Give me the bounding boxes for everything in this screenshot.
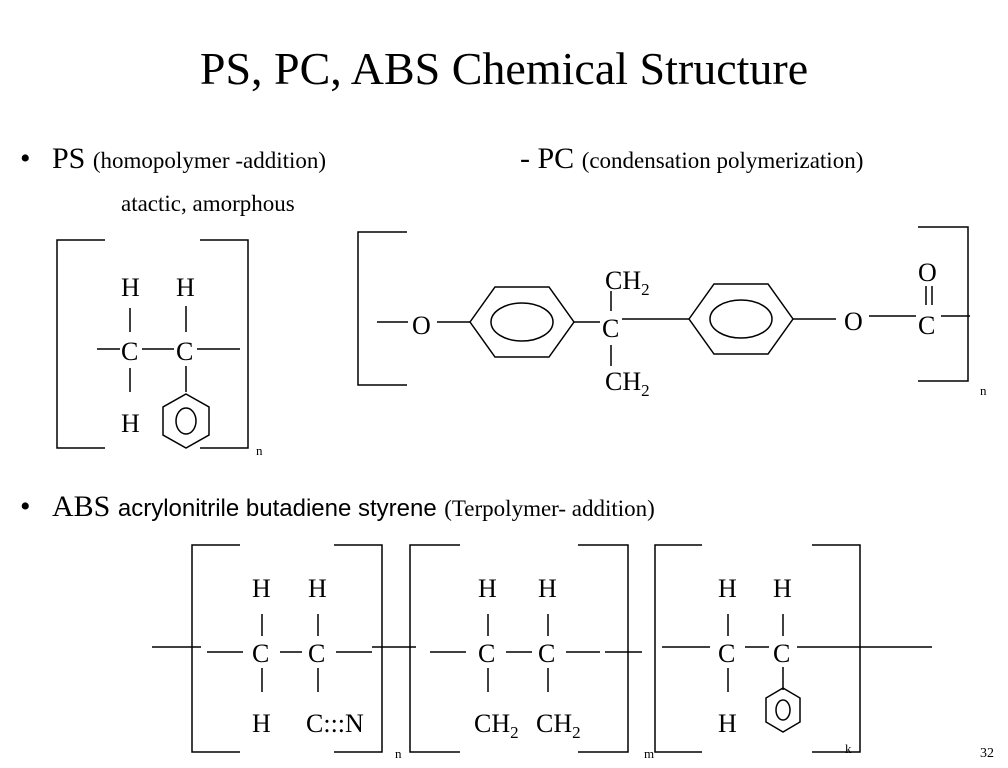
ps-structure xyxy=(56,239,249,449)
pc-aromatic-circle-1 xyxy=(490,302,554,342)
abs-structure xyxy=(152,544,932,753)
abs-u1-nitrile: C:::N xyxy=(306,709,364,738)
abs-u2-atom-c2: C xyxy=(538,639,555,668)
ps-atom-c1: C xyxy=(121,337,138,366)
abs-u3-bracket-right xyxy=(812,544,861,753)
abs-u2-atom-h1: H xyxy=(478,574,497,603)
abs-name: ABS xyxy=(52,490,111,523)
abs-bullet-row: • ABS acrylonitrile butadiene styrene (Te… xyxy=(20,490,655,524)
pc-atom-c2: C xyxy=(918,311,935,340)
abs-u3-atom-c2: C xyxy=(773,639,790,668)
ps-atom-h3: H xyxy=(121,409,140,438)
abs-u1-atom-c1: C xyxy=(252,639,269,668)
ps-name: PS xyxy=(52,142,86,175)
ps-note: atactic, amorphous xyxy=(121,191,295,216)
pc-benzene-ring-1 xyxy=(469,286,575,358)
abs-u3-atom-h3: H xyxy=(718,709,737,738)
pc-atom-o3: O xyxy=(918,258,937,287)
page-number: 32 xyxy=(980,746,994,761)
ps-bracket-right xyxy=(200,239,249,449)
ps-atom-c2: C xyxy=(176,337,193,366)
abs-u3-atom-h2: H xyxy=(773,574,792,603)
abs-u3-atom-h1: H xyxy=(718,574,737,603)
ps-atom-h2: H xyxy=(176,273,195,302)
ps-repeat-n: n xyxy=(256,443,263,458)
pc-benzene-ring-2 xyxy=(688,283,794,355)
pc-atom-o1: O xyxy=(412,311,431,340)
pc-ch2-bottom: CH2 xyxy=(605,367,650,400)
bullet-icon: • xyxy=(20,490,31,523)
pc-bracket-left xyxy=(357,231,407,386)
abs-type: (Terpolymer- addition) xyxy=(444,496,655,521)
bullet-icon: • xyxy=(20,142,31,175)
abs-u3-atom-c1: C xyxy=(718,639,735,668)
abs-u2-ch2-1: CH2 xyxy=(474,709,519,742)
pc-aromatic-circle-2 xyxy=(709,299,773,339)
abs-u1-atom-h2: H xyxy=(308,574,327,603)
pc-structure xyxy=(357,226,970,386)
ps-bullet-row: • PS (homopolymer -addition) xyxy=(20,142,326,176)
abs-u2-repeat: m xyxy=(644,746,654,761)
pc-description: (condensation polymerization) xyxy=(581,148,864,173)
pc-name: - PC xyxy=(520,142,575,175)
abs-benzene-ring xyxy=(765,687,801,733)
abs-description: acrylonitrile butadiene styrene xyxy=(117,495,437,522)
abs-u3-repeat: k xyxy=(845,741,852,756)
pc-bracket-right xyxy=(918,226,969,382)
abs-u1-bracket-left xyxy=(191,544,240,753)
abs-u1-atom-c2: C xyxy=(308,639,325,668)
pc-ch2-top: CH2 xyxy=(605,266,650,299)
pc-repeat-n: n xyxy=(980,383,987,398)
abs-u2-bracket-right xyxy=(578,544,629,753)
pc-atom-o2: O xyxy=(844,307,863,336)
slide-title: PS, PC, ABS Chemical Structure xyxy=(199,43,809,94)
abs-u1-bracket-right xyxy=(334,544,383,753)
ps-atom-h1: H xyxy=(121,273,140,302)
abs-u3-bracket-left xyxy=(654,544,702,753)
abs-aromatic-circle xyxy=(775,699,791,721)
pc-heading: - PC (condensation polymerization) xyxy=(520,142,863,176)
abs-u2-atom-h2: H xyxy=(538,574,557,603)
abs-u2-atom-c1: C xyxy=(478,639,495,668)
abs-u1-atom-h1: H xyxy=(252,574,271,603)
abs-u1-atom-h3: H xyxy=(252,709,271,738)
abs-u2-ch2-2: CH2 xyxy=(536,709,581,742)
pc-atom-c: C xyxy=(602,314,619,343)
ps-bracket-left xyxy=(56,239,105,449)
ps-benzene-ring xyxy=(162,393,210,449)
ps-description: (homopolymer -addition) xyxy=(92,148,327,173)
abs-u1-repeat: n xyxy=(395,746,402,761)
ps-aromatic-circle xyxy=(175,407,197,435)
abs-u2-bracket-left xyxy=(409,544,460,753)
